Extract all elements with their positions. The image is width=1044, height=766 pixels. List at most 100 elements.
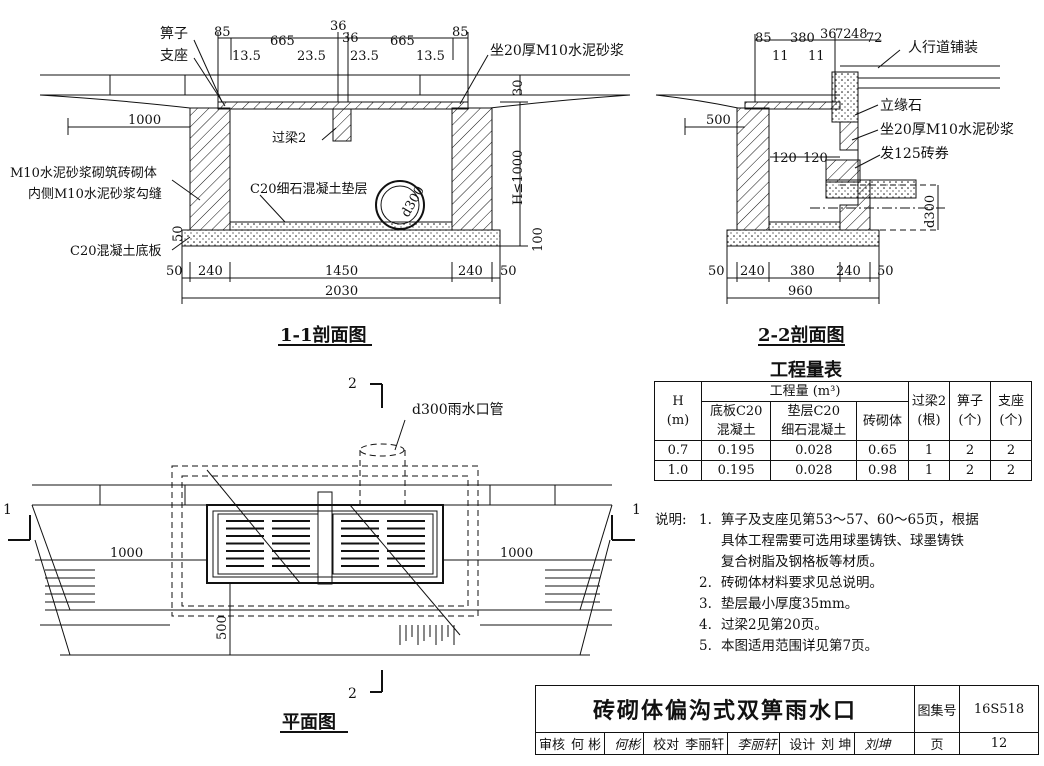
drawing-title: 砖砌体偏沟式双箅雨水口 <box>535 685 915 733</box>
section-1-1 <box>39 32 631 346</box>
dim-top-665-left: 665 <box>270 34 295 49</box>
title-section-1-1: 1-1剖面图 <box>280 324 367 346</box>
qty-h-head-2: (m) <box>666 413 690 428</box>
dim-h: H≤1000 <box>511 150 526 205</box>
review-name: 何 彬 <box>571 738 602 753</box>
dim22-bottom-240-left: 240 <box>740 264 765 279</box>
dim-100: 100 <box>531 227 546 252</box>
review-label: 审核 <box>539 738 566 753</box>
qty-cell-masonry: 0.98 <box>856 460 909 481</box>
atlas-label: 图集号 <box>914 685 960 733</box>
dim-13-5-right: 13.5 <box>416 49 445 64</box>
label-arch: 发125砖券 <box>880 146 949 162</box>
qty-cell-cushion: 0.028 <box>770 460 858 481</box>
label-paving: 人行道铺装 <box>908 40 978 56</box>
notes: 说明: 1. 箅子及支座见第53～57、60～65页，根据 具体工程需要可选用球墨铸… <box>655 510 1040 657</box>
left-wall <box>189 107 231 231</box>
title-section-2-2: 2-2剖面图 <box>758 324 845 346</box>
dim-23-5-right: 23.5 <box>350 49 379 64</box>
note-text: 砖砌体材料要求见总说明。 <box>721 575 883 591</box>
dim22-500: 500 <box>706 113 731 128</box>
dim-bottom-240-left: 240 <box>198 264 223 279</box>
dim-bottom-50-right: 50 <box>500 264 517 279</box>
dim22-11a: 11 <box>772 49 789 64</box>
note-text: 垫层最小厚度35mm。 <box>721 596 859 612</box>
dim22-11b: 11 <box>808 49 825 64</box>
dim22-120b: 120 <box>803 151 828 166</box>
dim22-bottom-380: 380 <box>790 264 815 279</box>
qty-cell-grate: 2 <box>949 460 991 481</box>
qty-col-base-2: 混凝土 <box>716 423 756 438</box>
qty-cell-beam: 1 <box>908 460 950 481</box>
plan-mark-1-right: 1 <box>632 502 641 518</box>
dim22-85: 85 <box>755 31 772 46</box>
check-label: 校对 <box>653 738 680 753</box>
plan-label-pipe: d300雨水口管 <box>412 402 504 418</box>
atlas-number: 16S518 <box>959 685 1039 733</box>
label-beam: 过梁2 <box>272 131 306 146</box>
note-num: 2. <box>699 575 712 591</box>
note-text: 箅子及支座见第53～57、60～65页，根据 <box>721 512 979 528</box>
plan-dim-right: 1000 <box>500 546 533 561</box>
dim-top-85-left: 85 <box>214 25 231 40</box>
plan-dim-500: 500 <box>215 615 230 640</box>
qty-col-beam-2: (根) <box>917 413 941 428</box>
qty-cell-masonry: 0.65 <box>856 440 909 461</box>
base-slab <box>181 229 501 247</box>
table-row: 1.0 0.195 0.028 0.98 1 2 2 <box>654 460 1032 481</box>
dim-1000: 1000 <box>128 113 161 128</box>
label-curb: 立缘石 <box>880 98 922 114</box>
notes-label: 说明: <box>655 512 687 528</box>
design-label: 设计 <box>789 738 816 753</box>
qty-cell-support: 2 <box>990 440 1032 461</box>
pipe-d300 <box>375 180 425 230</box>
note-text: 本图适用范围详见第7页。 <box>721 638 879 654</box>
qty-cell-beam: 1 <box>908 440 950 461</box>
dim22-d300: d300 <box>923 195 938 228</box>
qty-col-base-1: 底板C20 <box>709 404 763 419</box>
check-name: 李丽轩 <box>685 738 725 753</box>
dim-top-36-a: 36 <box>330 19 347 34</box>
right-wall <box>451 107 493 231</box>
curb-stone <box>831 71 859 123</box>
check-signature: 李丽轩 <box>737 738 777 753</box>
qty-group-head: 工程量 (m³) <box>701 381 909 402</box>
dim-bottom-240-right: 240 <box>458 264 483 279</box>
title-plan: 平面图 <box>282 712 336 733</box>
page-label: 页 <box>914 732 960 755</box>
qty-col-cushion-1: 垫层C20 <box>787 404 840 419</box>
beam-2 <box>332 108 352 142</box>
qty-cell-cushion: 0.028 <box>770 440 858 461</box>
note-num: 1. <box>699 512 712 528</box>
dim-top-36-b: 36 <box>342 31 359 46</box>
qty-cell-grate: 2 <box>949 440 991 461</box>
label-base: C20混凝土底板 <box>70 243 162 259</box>
section-2-2 <box>655 34 1000 346</box>
dim-bottom-1450: 1450 <box>325 264 358 279</box>
dim22-36: 36 <box>820 27 837 42</box>
qty-col-grate-2: (个) <box>958 413 982 428</box>
design-signature: 刘坤 <box>864 738 891 753</box>
table-row: 0.7 0.195 0.028 0.65 1 2 2 <box>654 440 1032 461</box>
dim-23-5-left: 23.5 <box>297 49 326 64</box>
quantity-table-title: 工程量表 <box>770 360 842 381</box>
dim-50-vert: 50 <box>171 225 186 242</box>
dim22-72a: 72 <box>835 27 852 42</box>
dim22-total: 960 <box>788 284 813 299</box>
dim-total-2030: 2030 <box>325 284 358 299</box>
label-support: 支座 <box>160 48 188 64</box>
note-text: 具体工程需要可选用球墨铸铁、球墨铸铁 <box>721 533 964 549</box>
dim-13-5-left: 13.5 <box>232 49 261 64</box>
label-mortar-2-2: 坐20厚M10水泥砂浆 <box>880 122 1014 138</box>
dim22-380: 380 <box>790 31 815 46</box>
note-num: 4. <box>699 617 712 633</box>
qty-cell-h: 1.0 <box>654 460 702 481</box>
plan-dim-left: 1000 <box>110 546 143 561</box>
dim22-bottom-50-right: 50 <box>877 264 894 279</box>
qty-cell-support: 2 <box>990 460 1032 481</box>
label-masonry-2: 内侧M10水泥砂浆勾缝 <box>28 186 162 202</box>
dim22-72b: 72 <box>866 31 883 46</box>
dim22-48: 48 <box>851 27 868 42</box>
qty-cell-base: 0.195 <box>700 460 772 481</box>
qty-col-beam-1: 过梁2 <box>911 394 947 409</box>
